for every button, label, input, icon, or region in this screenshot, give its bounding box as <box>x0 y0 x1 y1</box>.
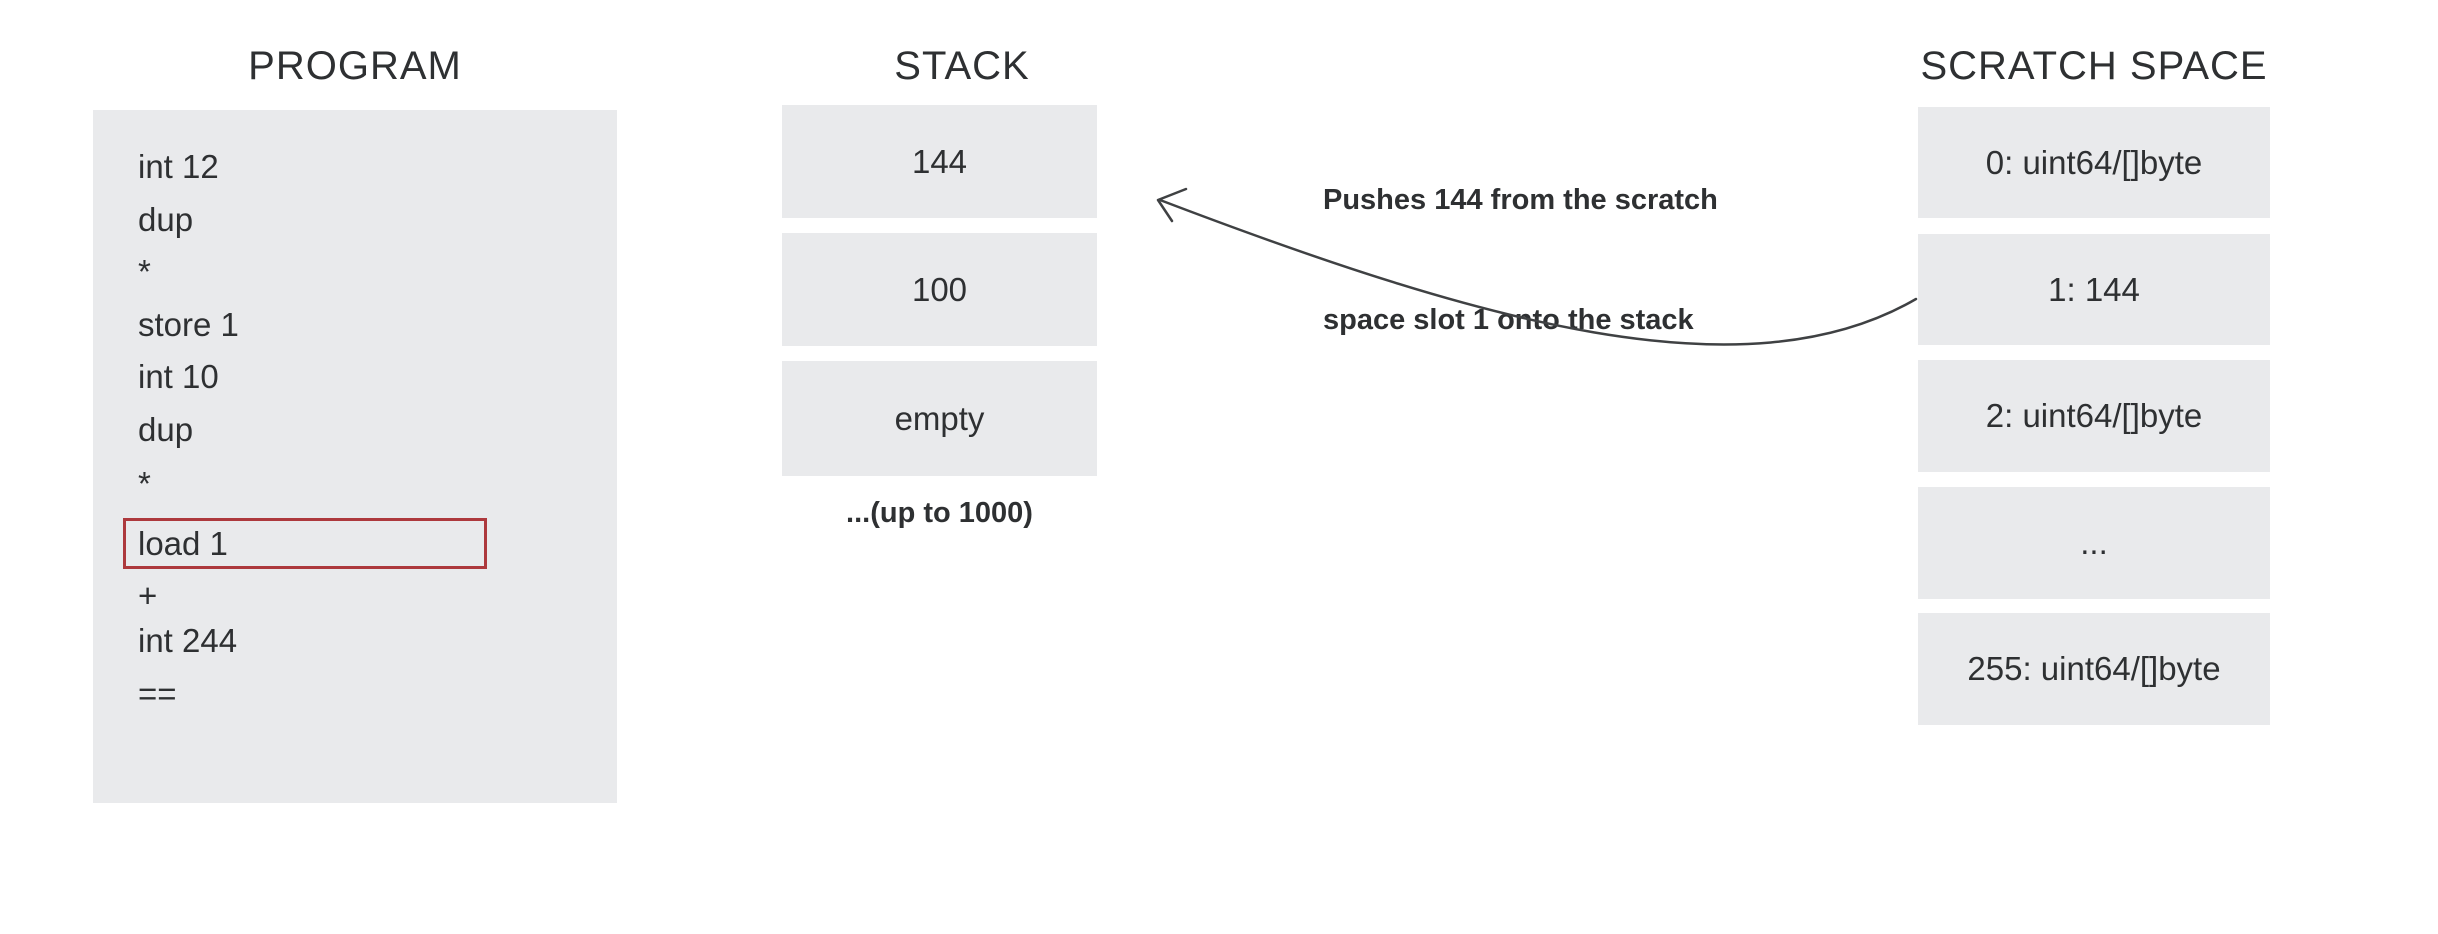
stack-slot: 144 <box>782 105 1097 218</box>
scratch-slot: ... <box>1918 487 2270 599</box>
program-line: == <box>138 675 177 712</box>
program-line: int 12 <box>138 148 219 185</box>
program-line: dup <box>138 411 194 448</box>
scratch-slot: 255: uint64/[]byte <box>1918 613 2270 725</box>
stack-slot: 100 <box>782 233 1097 346</box>
stack-slot: empty <box>782 361 1097 476</box>
stack-column-title: STACK <box>894 44 1030 88</box>
scratch-column-title: SCRATCH SPACE <box>1920 44 2268 88</box>
program-line: + <box>138 577 158 614</box>
program-line: int 244 <box>138 622 238 659</box>
program-line: int 10 <box>138 358 219 395</box>
scratch-slot: 0: uint64/[]byte <box>1918 107 2270 218</box>
program-line: * <box>138 253 151 290</box>
annotation-line-2: space slot 1 onto the stack <box>1323 304 1694 336</box>
stack-capacity-note: ...(up to 1000) <box>846 497 1033 529</box>
scratch-slot: 1: 144 <box>1918 234 2270 345</box>
scratch-slot: 2: uint64/[]byte <box>1918 360 2270 472</box>
current-instruction-highlight-box: load 1 <box>123 518 487 569</box>
program-line: dup <box>138 201 194 238</box>
program-line: store 1 <box>138 306 239 343</box>
annotation-line-1: Pushes 144 from the scratch <box>1323 184 1718 216</box>
program-panel: int 12 dup * store 1 int 10 dup * load 1… <box>93 110 617 803</box>
program-line-highlighted: load 1 <box>138 524 228 562</box>
program-line: * <box>138 465 151 502</box>
program-column-title: PROGRAM <box>248 44 462 88</box>
annotation-text: Pushes 144 from the scratch space slot 1… <box>1323 100 1718 420</box>
push-arrow-head <box>1156 187 1188 223</box>
